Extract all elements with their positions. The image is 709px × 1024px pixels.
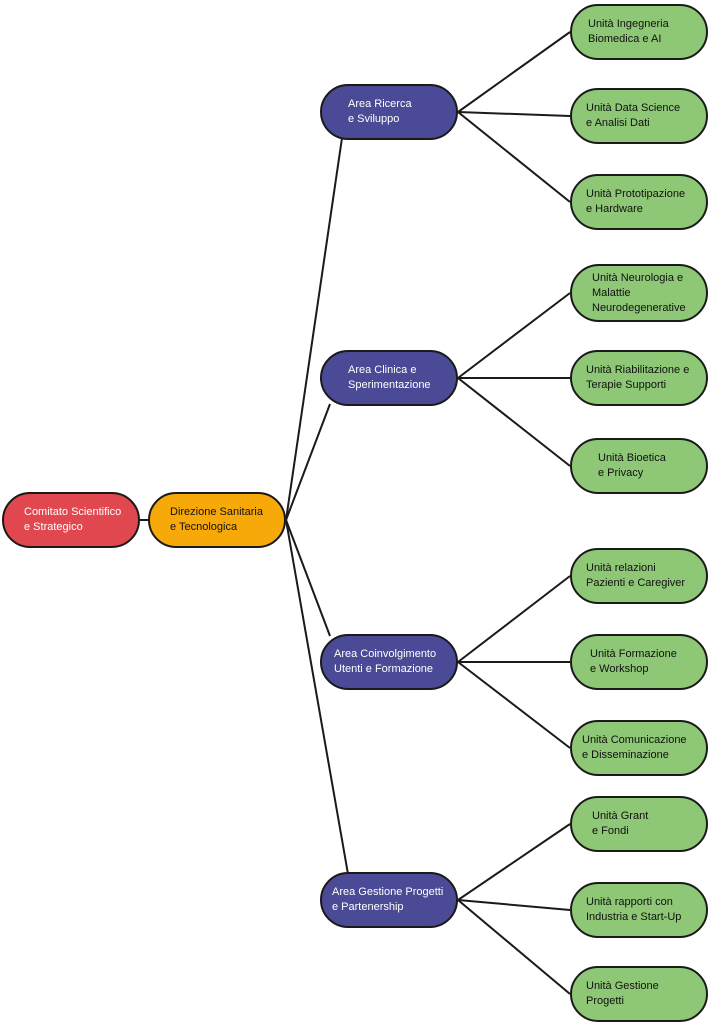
node-label: Unità Comunicazione e Disseminazione [582,734,687,761]
node-unit-relazioni-pazienti: Unità relazioni Pazienti e Caregiver [570,548,708,604]
node-area-coinvolgimento: Area Coinvolgimento Utenti e Formazione [320,634,458,690]
node-label: Unità Prototipazione e Hardware [586,188,686,215]
connector-line [457,575,571,663]
connector-line [285,519,349,875]
connector-line [457,899,571,995]
node-label: Unità Grant e Fondi [592,810,649,837]
connector-line [457,661,571,749]
node-unit-neurologia: Unità Neurologia e Malattie Neurodegener… [570,264,708,322]
node-label: Comitato Scientifico e Strategico [24,506,122,533]
node-unit-bioetica: Unità Bioetica e Privacy [570,438,708,494]
connector-line [285,403,331,521]
node-label: Unità Gestione Progetti [586,980,659,1007]
connector-line [457,111,571,117]
connector-line [457,31,571,113]
node-unit-riabilitazione: Unità Riabilitazione e Terapie Supporti [570,350,708,406]
node-label: Unità Riabilitazione e Terapie Supporti [586,364,690,391]
node-direzione-sanitaria: Direzione Sanitaria e Tecnologica [148,492,286,548]
node-unit-grant-fondi: Unità Grant e Fondi [570,796,708,852]
connector-line [285,519,331,637]
node-label: Unità Neurologia e Malattie Neurodegener… [592,271,686,314]
node-area-ricerca: Area Ricerca e Sviluppo [320,84,458,140]
node-unit-comunicazione: Unità Comunicazione e Disseminazione [570,720,708,776]
node-label: Unità Bioetica e Privacy [598,452,666,479]
node-area-gestione: Area Gestione Progetti e Partenership [320,872,458,928]
node-unit-formazione: Unità Formazione e Workshop [570,634,708,690]
node-label: Area Gestione Progetti e Partenership [332,886,444,913]
node-comitato-scientifico: Comitato Scientifico e Strategico [2,492,140,548]
node-label: Direzione Sanitaria e Tecnologica [170,506,263,533]
node-unit-gestione-progetti: Unità Gestione Progetti [570,966,708,1022]
node-unit-prototipazione: Unità Prototipazione e Hardware [570,174,708,230]
node-label: Unità Ingegneria Biomedica e AI [588,18,669,45]
connector-line [457,899,571,911]
node-area-clinica: Area Clinica e Sperimentazione [320,350,458,406]
node-label: Unità rapporti con Industria e Start-Up [586,896,682,923]
node-label: Unità relazioni Pazienti e Caregiver [586,562,686,589]
node-label: Area Coinvolgimento Utenti e Formazione [334,648,437,675]
node-label: Unità Data Science e Analisi Dati [586,102,681,129]
node-label: Area Ricerca e Sviluppo [348,98,412,125]
node-label: Unità Formazione e Workshop [590,648,677,675]
node-unit-rapporti-industria: Unità rapporti con Industria e Start-Up [570,882,708,938]
node-unit-ingegneria-biomedica: Unità Ingegneria Biomedica e AI [570,4,708,60]
connector-line [457,111,571,203]
node-unit-data-science: Unità Data Science e Analisi Dati [570,88,708,144]
connector-line [457,823,571,901]
node-label: Area Clinica e Sperimentazione [348,364,431,391]
connector-line [457,377,571,467]
connector-line [285,137,343,521]
connector-line [457,292,571,379]
